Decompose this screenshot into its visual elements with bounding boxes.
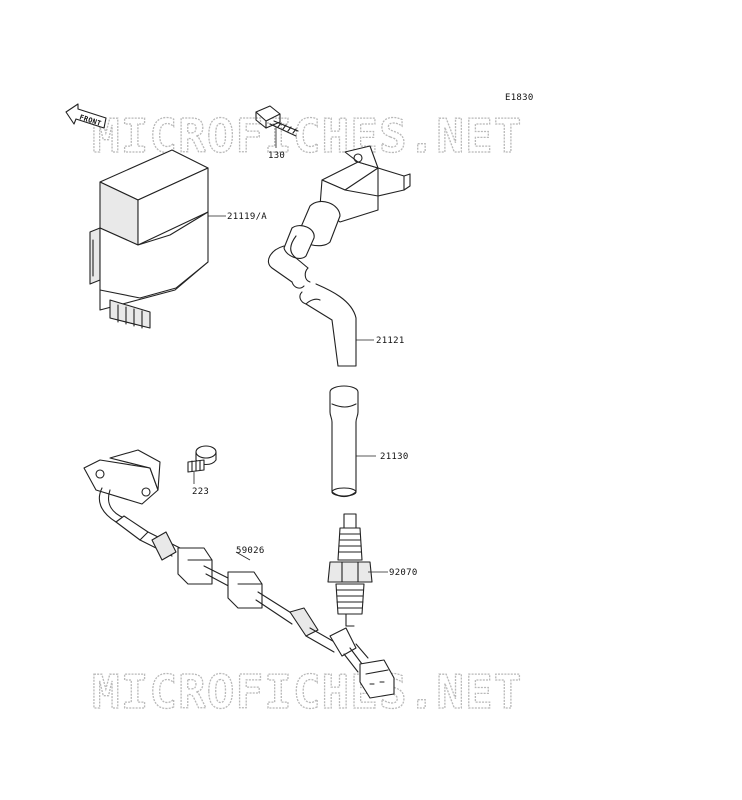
cdi-unit-icon (89, 149, 226, 329)
screw-223-icon (187, 445, 217, 484)
callout-ignition-coil: 21121 (376, 336, 405, 346)
callout-screw: 223 (192, 487, 209, 497)
watermark-top: MICROFICHES.NET (92, 109, 522, 163)
diagram-code: E1830 (505, 93, 534, 103)
callout-plug-cap: 21130 (380, 452, 409, 462)
bolt-130-icon (255, 105, 299, 148)
spark-plug-icon (327, 513, 388, 627)
front-arrow-icon: FRONT (65, 103, 107, 129)
ignition-coil-icon (267, 145, 411, 367)
watermark-bottom: MICROFICHES.NET (92, 665, 522, 719)
callout-harness: 59026 (236, 546, 265, 556)
plug-cap-icon (329, 385, 376, 498)
callout-spark-plug: 92070 (389, 568, 418, 578)
wiring-harness-icon (83, 449, 395, 699)
callout-bolt: 130 (268, 151, 285, 161)
callout-cdi-unit: 21119/A (227, 212, 267, 222)
